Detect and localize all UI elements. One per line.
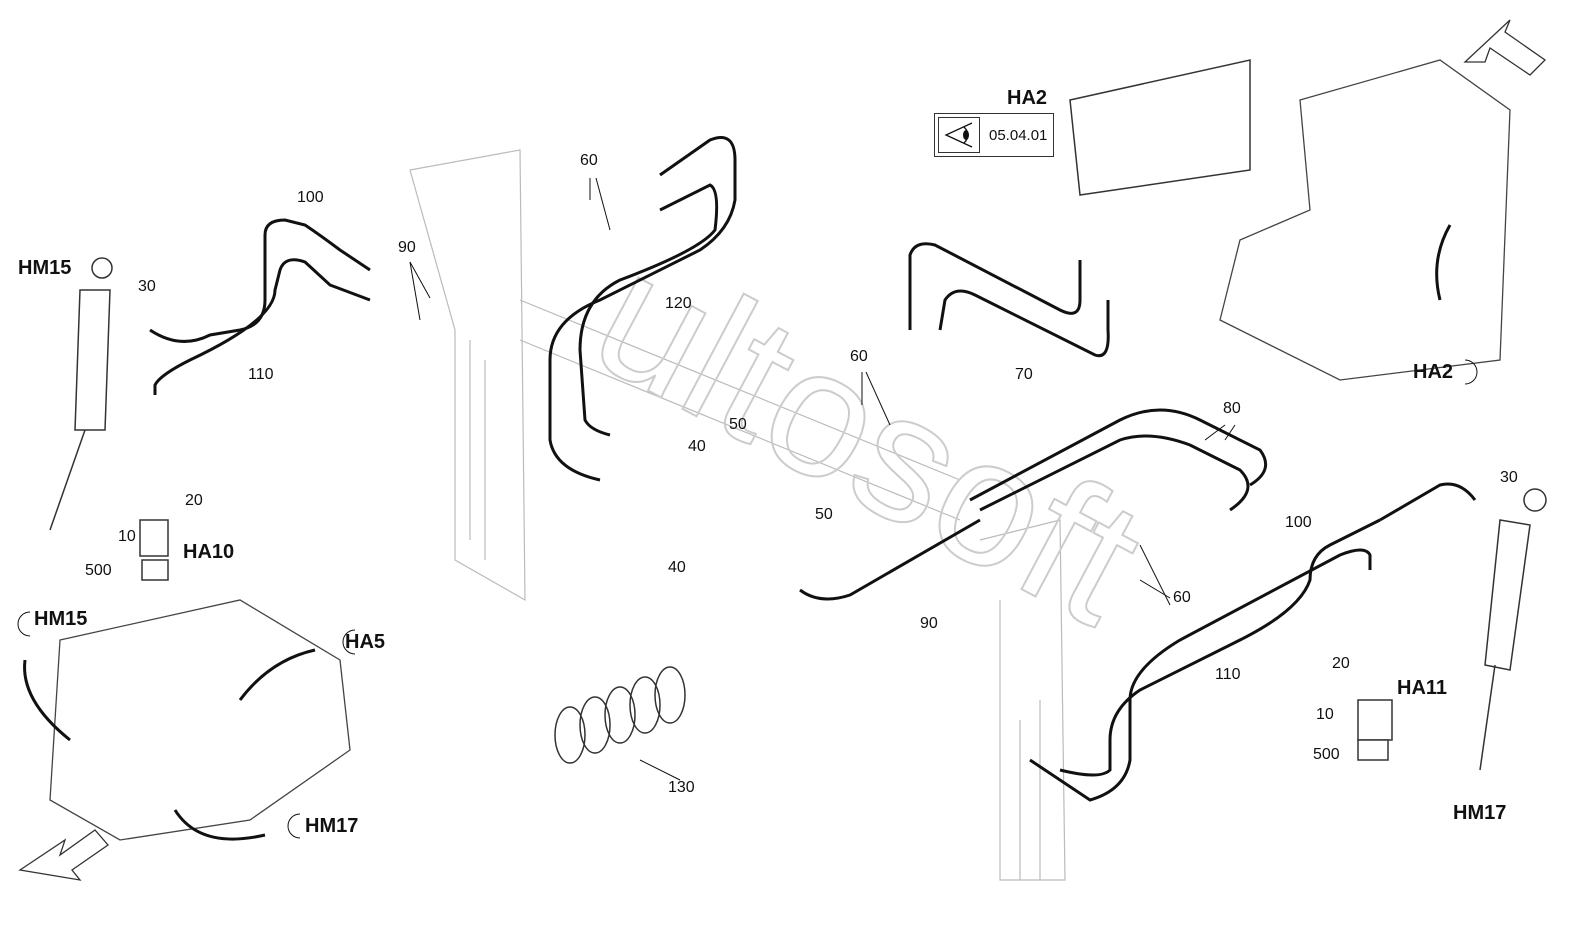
label-ha10: HA10 [183, 541, 235, 563]
valve-blocks [139, 59, 1393, 761]
part-label: 30 [1500, 469, 1518, 486]
part-label: 120 [665, 295, 692, 312]
part-label: 110 [248, 366, 274, 383]
part-label: 100 [1285, 514, 1312, 531]
part-label: 90 [920, 615, 938, 632]
hoses [149, 136, 1477, 802]
part-label: 40 [688, 438, 706, 455]
machine-illustration [49, 59, 1511, 841]
hose-clamps [554, 666, 686, 764]
part-label: 80 [1223, 400, 1241, 417]
reference-code: 05.04.01 [989, 126, 1048, 144]
part-label: 60 [1173, 589, 1191, 606]
label-ha11: HA11 [1397, 677, 1448, 699]
label-ha5-callout[interactable]: HA5 [345, 631, 386, 653]
part-label: 20 [185, 492, 203, 509]
label-ha2: HA2 [1007, 87, 1048, 109]
part-label: 20 [1332, 655, 1350, 672]
part-label: 30 [138, 278, 156, 295]
part-label: 500 [1313, 746, 1340, 763]
part-label: 50 [729, 416, 747, 433]
callout-circles [17, 359, 1478, 839]
part-label: 500 [85, 562, 112, 579]
part-label: 10 [118, 528, 136, 545]
part-label: 60 [580, 152, 598, 169]
reference-view-box[interactable]: 05.04.01 [934, 113, 1054, 157]
part-label: 10 [1316, 706, 1334, 723]
direction-arrows [23, 224, 1452, 841]
frame-structure [409, 149, 1066, 881]
cylinders [49, 257, 1547, 771]
part-label: 40 [668, 559, 686, 576]
label-hm15: HM15 [18, 257, 72, 279]
leader-lines [409, 177, 1236, 781]
part-label: 90 [398, 239, 416, 256]
part-label: 70 [1015, 366, 1033, 383]
part-label: 60 [850, 348, 868, 365]
label-hm17: HM17 [1453, 802, 1507, 824]
part-label: 110 [1215, 666, 1241, 683]
eye-view-icon [938, 117, 980, 153]
part-label: 130 [668, 779, 695, 796]
part-label: 100 [297, 189, 324, 206]
label-hm15-callout[interactable]: HM15 [34, 608, 88, 630]
label-hm17-callout[interactable]: HM17 [305, 815, 359, 837]
view-arrows [18, 19, 1547, 881]
label-ha2-callout[interactable]: HA2 [1413, 361, 1454, 383]
part-label: 50 [815, 506, 833, 523]
